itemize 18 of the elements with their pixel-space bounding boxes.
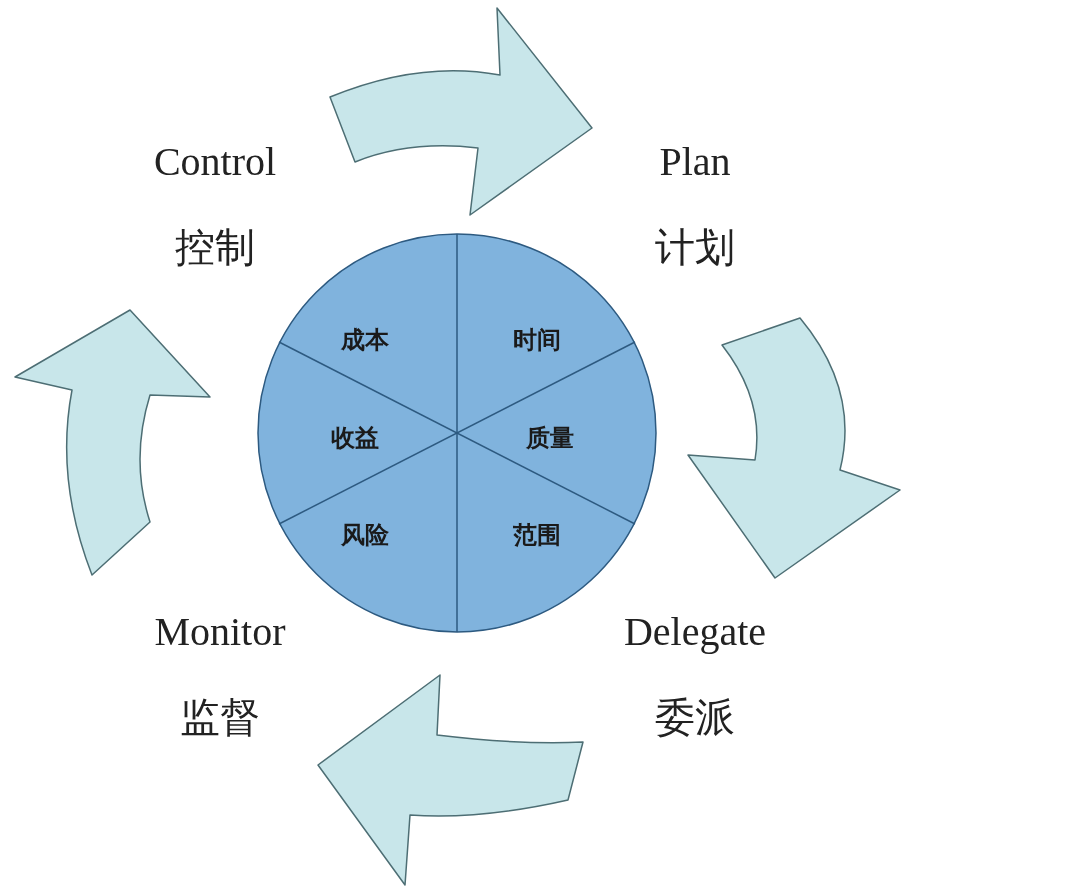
sector-label: 范围 [513, 521, 561, 549]
stage-label-chinese: 计划 [654, 223, 736, 271]
stage-label-chinese: 监督 [179, 693, 261, 741]
stage-label-chinese: 控制 [174, 223, 256, 271]
sector-label: 收益 [331, 424, 379, 452]
sector-label: 风险 [341, 521, 389, 549]
stage-label: Plan [658, 138, 732, 186]
curved-arrow [329, 7, 593, 216]
stage-label: Monitor [153, 608, 287, 656]
sector-label: 成本 [341, 326, 389, 354]
curved-arrow [14, 309, 211, 576]
sector-label: 质量 [526, 424, 574, 452]
curved-arrow [317, 674, 584, 886]
sector-label: 时间 [513, 326, 561, 354]
curved-arrow [687, 317, 901, 579]
stage-label-chinese: 委派 [654, 693, 736, 741]
stage-label: Delegate [622, 608, 768, 656]
stage-label: Control [152, 138, 278, 186]
